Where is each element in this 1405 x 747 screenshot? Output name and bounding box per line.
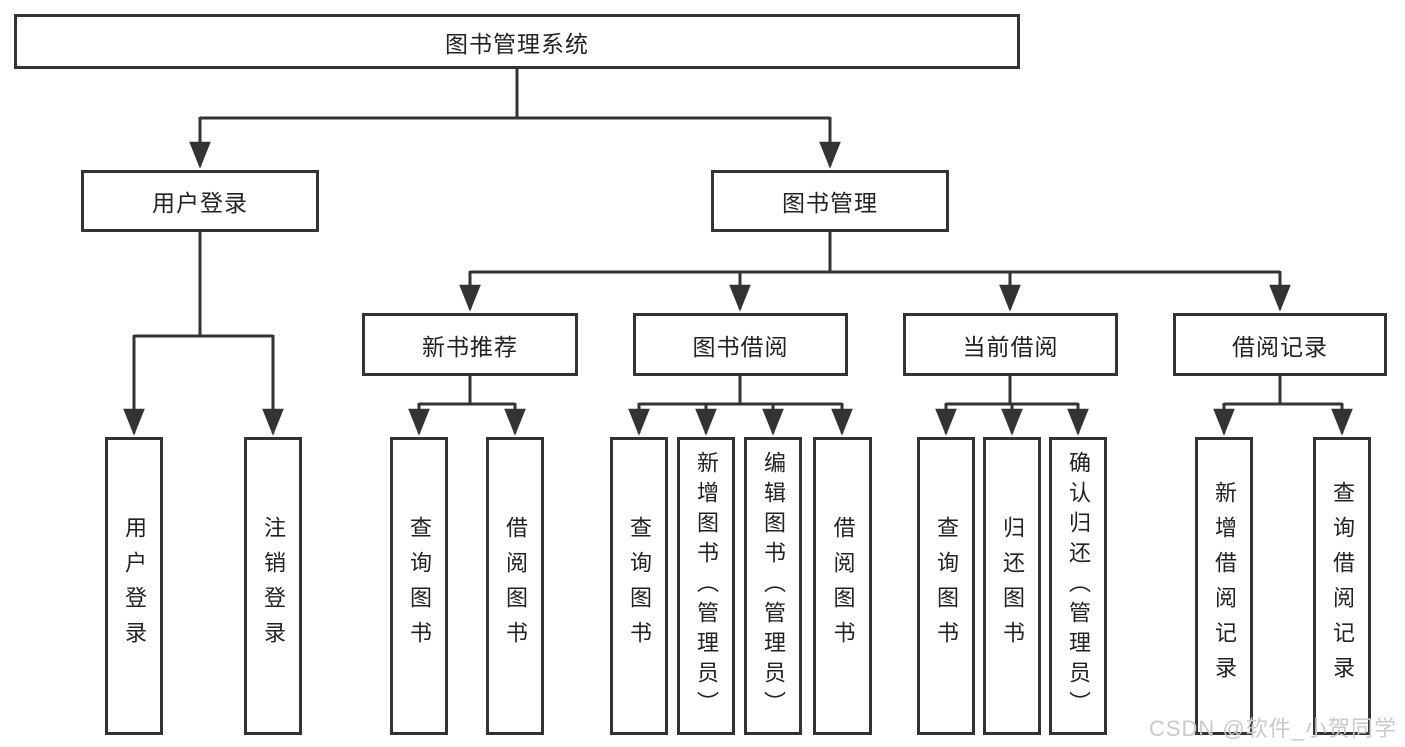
node-new-book-recommend-label: 新书推荐 [422,333,518,360]
node-user-login-branch: 用户登录 [81,170,319,232]
connector-book-mgmt-to-modules [459,232,1291,312]
leaf-add-books-admin: 新增图书（管理员） [677,437,735,735]
leaf-user-login-label: 用户登录 [122,516,147,656]
leaf-borrow-books-recommend: 借阅图书 [486,437,544,735]
leaf-query-borrow-record-label: 查询借阅记录 [1330,481,1355,691]
leaf-borrow-books: 借阅图书 [813,437,872,735]
leaf-query-books-borrow-label: 查询图书 [627,516,652,656]
leaf-logout: 注销登录 [244,437,302,735]
connector-borrow-records-to-leaves [1213,376,1353,436]
leaf-query-books-recommend: 查询图书 [390,437,448,735]
connector-new-book-rec-to-leaves [408,376,526,436]
leaf-add-books-admin-label: 新增图书（管理员） [694,451,719,721]
leaf-edit-books-admin-label: 编辑图书（管理员） [761,451,786,721]
node-current-borrow: 当前借阅 [903,313,1118,376]
csdn-watermark: CSDN @软件_小贺同学 [1148,716,1397,741]
node-new-book-recommend: 新书推荐 [362,313,578,376]
node-book-borrow-label: 图书借阅 [692,333,789,360]
node-current-borrow-label: 当前借阅 [962,333,1059,360]
node-book-management-branch: 图书管理 [711,170,949,232]
leaf-borrow-books-recommend-label: 借阅图书 [503,516,528,656]
connector-user-login-to-leaves [123,232,284,436]
connector-book-borrow-to-leaves [628,376,853,436]
node-borrow-records: 借阅记录 [1173,313,1387,376]
node-root: 图书管理系统 [14,14,1020,69]
leaf-edit-books-admin: 编辑图书（管理员） [744,437,802,735]
leaf-return-books-label: 归还图书 [1000,516,1025,656]
node-borrow-records-label: 借阅记录 [1232,333,1328,360]
leaf-add-borrow-record-label: 新增借阅记录 [1212,481,1237,691]
connector-root-to-branches [189,69,841,169]
leaf-query-books-recommend-label: 查询图书 [407,516,432,656]
connector-current-borrow-to-leaves [935,376,1089,436]
node-root-label: 图书管理系统 [445,30,589,57]
leaf-user-login: 用户登录 [105,437,163,735]
leaf-query-books-current: 查询图书 [917,437,975,735]
leaf-confirm-return-admin-label: 确认归还（管理员） [1066,451,1091,721]
leaf-logout-label: 注销登录 [261,516,286,656]
leaf-query-books-borrow: 查询图书 [610,437,668,735]
leaf-query-borrow-record: 查询借阅记录 [1313,437,1371,735]
leaf-borrow-books-label: 借阅图书 [830,516,856,656]
leaf-add-borrow-record: 新增借阅记录 [1195,437,1253,735]
leaf-confirm-return-admin: 确认归还（管理员） [1049,437,1107,735]
leaf-return-books: 归还图书 [983,437,1041,735]
node-book-borrow: 图书借阅 [633,313,848,376]
leaf-query-books-current-label: 查询图书 [934,516,959,656]
node-user-login-branch-label: 用户登录 [152,190,248,216]
node-book-management-branch-label: 图书管理 [782,190,878,216]
